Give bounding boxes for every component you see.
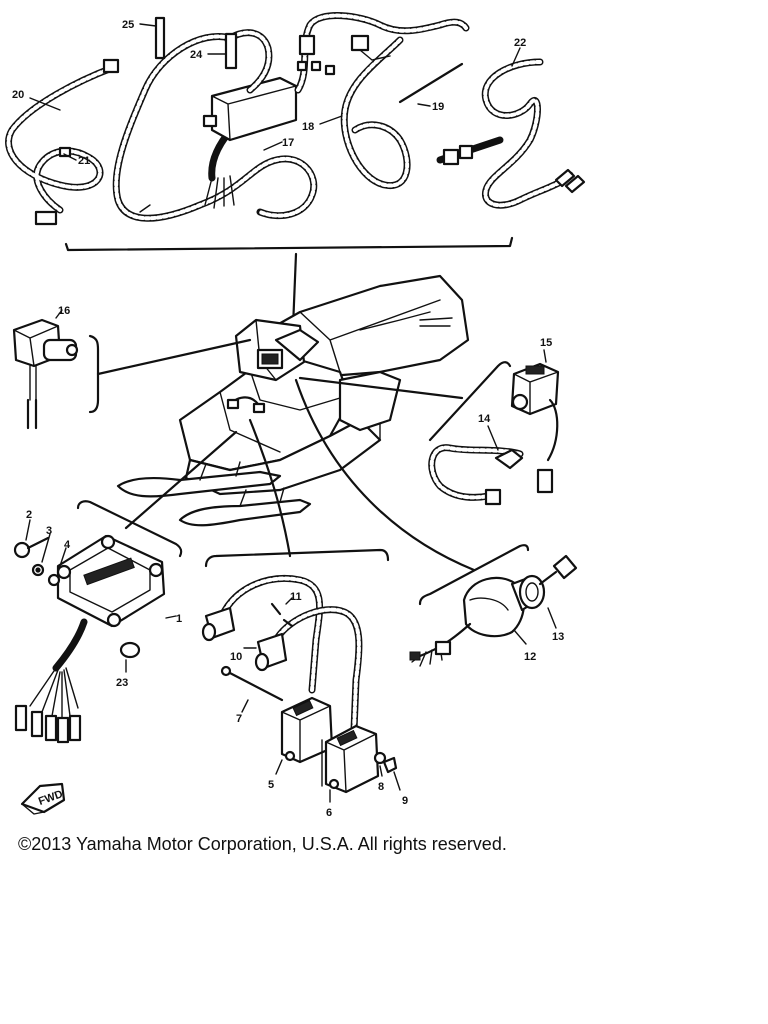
callout-3: 3 <box>46 525 52 537</box>
callout-13: 13 <box>552 631 564 643</box>
callout-24: 24 <box>190 49 203 61</box>
part-2-3-4-fasteners: 2 3 4 <box>13 509 71 587</box>
callout-22: 22 <box>514 37 526 49</box>
callout-1: 1 <box>176 613 182 625</box>
callout-8: 8 <box>378 781 384 793</box>
callout-9: 9 <box>402 795 408 807</box>
part-14-throttle-cable: 14 <box>428 413 524 506</box>
callout-15: 15 <box>540 337 552 349</box>
part-1-cdi-unit: 1 <box>14 534 182 744</box>
wire-harness-group <box>5 12 586 252</box>
callout-4: 4 <box>64 539 71 551</box>
callout-18: 18 <box>302 121 314 133</box>
callout-7: 7 <box>236 713 242 725</box>
callout-20: 20 <box>12 89 24 101</box>
callouts-top: 25 24 20 21 17 18 19 22 <box>12 19 526 167</box>
part-13-ignition-key: 13 <box>518 554 578 643</box>
callout-2: 2 <box>26 509 32 521</box>
callout-25: 25 <box>122 19 134 31</box>
callout-12: 12 <box>524 651 536 663</box>
callout-19: 19 <box>432 101 444 113</box>
copyright-notice: ©2013 Yamaha Motor Corporation, U.S.A. A… <box>18 834 507 854</box>
part-ignition-coils: 10 11 7 5 6 8 9 <box>201 575 408 819</box>
part-15-switch: 15 <box>510 337 560 494</box>
callout-14: 14 <box>478 413 491 425</box>
part-16-switch: 16 <box>12 305 79 430</box>
callout-23: 23 <box>116 677 128 689</box>
snowmobile-illustration <box>76 274 530 606</box>
part-12-main-switch: 12 <box>409 576 540 667</box>
parts-diagram: 25 24 20 21 17 18 19 22 <box>5 12 586 819</box>
fwd-arrow: FWD <box>20 782 66 815</box>
part-23-grommet: 23 <box>116 641 141 689</box>
callout-11: 11 <box>290 591 302 603</box>
callout-16: 16 <box>58 305 70 317</box>
callout-10: 10 <box>230 651 242 663</box>
callout-17: 17 <box>282 137 294 149</box>
callout-6: 6 <box>326 807 332 819</box>
callout-5: 5 <box>268 779 274 791</box>
callout-21: 21 <box>78 155 90 167</box>
